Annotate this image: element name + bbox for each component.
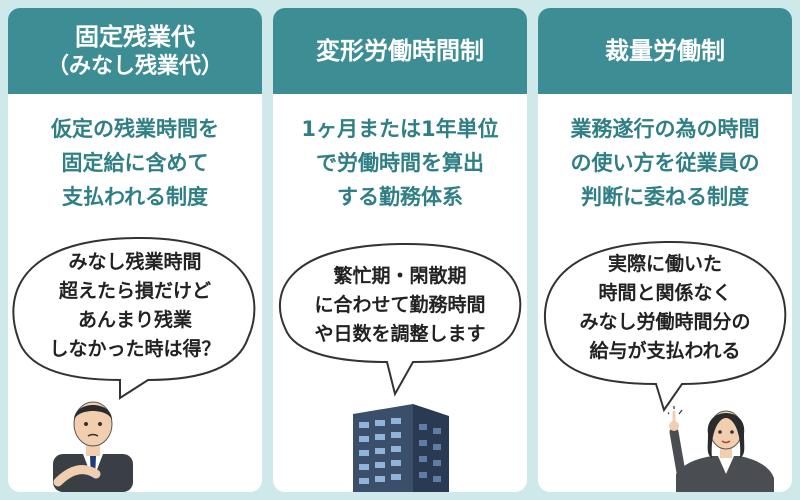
bubble-line: 超えたら損だけど	[58, 280, 211, 302]
card-header: 固定残業代 （みなし残業代）	[8, 8, 262, 94]
bubble-line: 時間と関係なく	[598, 282, 732, 304]
card-description: 業務遂行の為の時間 の使い方を従業員の 判断に委ねる制度	[538, 112, 792, 214]
speech-bubble-shape	[278, 242, 522, 397]
card-subtitle: （みなし残業代）	[46, 54, 223, 79]
card-title: 裁量労働制	[605, 37, 725, 65]
card-discretionary-work: 裁量労働制 業務遂行の為の時間 の使い方を従業員の 判断に委ねる制度 実際に働い…	[538, 8, 792, 492]
bubble-line: 実際に働いた	[607, 253, 722, 275]
bubble-line: や日数を調整します	[314, 323, 486, 345]
speech-bubble-shape	[12, 236, 256, 400]
card-header: 変形労働時間制	[273, 8, 527, 94]
description-line: 仮定の残業時間を	[51, 117, 219, 141]
description-line: の使い方を従業員の	[570, 151, 760, 175]
card-header: 裁量労働制	[538, 8, 792, 94]
bubble-line: しなかった時は得？	[49, 338, 221, 360]
description-line: 支払われる制度	[62, 185, 208, 209]
speech-bubble-text: みなし残業時間 超えたら損だけど あんまり残業 しなかった時は得？	[8, 248, 262, 364]
description-line: で労働時間を算出	[316, 151, 484, 175]
card-description: 1ヶ月または1年単位 で労働時間を算出 する勤務体系	[273, 112, 527, 214]
speech-bubble-text: 実際に働いた 時間と関係なく みなし労働時間分の 給与が支払われる	[538, 250, 792, 366]
businessman-thinking-icon	[53, 401, 133, 492]
description-line: 固定給に含めて	[61, 151, 209, 175]
description-line: 1ヶ月または1年単位	[301, 117, 499, 141]
bubble-line: みなし労働時間分の	[579, 311, 751, 333]
description-line: 業務遂行の為の時間	[570, 117, 760, 141]
bubble-line: 給与が支払われる	[589, 340, 741, 362]
description-line: 判断に委ねる制度	[581, 185, 749, 209]
card-title: 固定残業代	[75, 23, 195, 51]
office-building-icon	[353, 404, 449, 492]
card-title: 変形労働時間制	[316, 37, 484, 65]
description-line: する勤務体系	[337, 185, 463, 209]
speech-bubble-text: 繁忙期・閑散期 に合わせて勤務時間 や日数を調整します	[273, 262, 527, 349]
card-variable-working-hours: 変形労働時間制 1ヶ月または1年単位 で労働時間を算出 する勤務体系 繁忙期・閑…	[273, 8, 527, 492]
bubble-line: に合わせて勤務時間	[314, 294, 486, 316]
bubble-line: みなし残業時間	[68, 251, 202, 273]
bubble-line: あんまり残業	[77, 309, 192, 331]
bubble-line: 繁忙期・閑散期	[333, 265, 467, 287]
speech-bubble-shape	[543, 240, 787, 413]
card-fixed-overtime: 固定残業代 （みなし残業代） 仮定の残業時間を 固定給に含めて 支払われる制度 …	[8, 8, 262, 492]
card-description: 仮定の残業時間を 固定給に含めて 支払われる制度	[8, 112, 262, 214]
businesswoman-pointing-icon	[668, 406, 774, 492]
